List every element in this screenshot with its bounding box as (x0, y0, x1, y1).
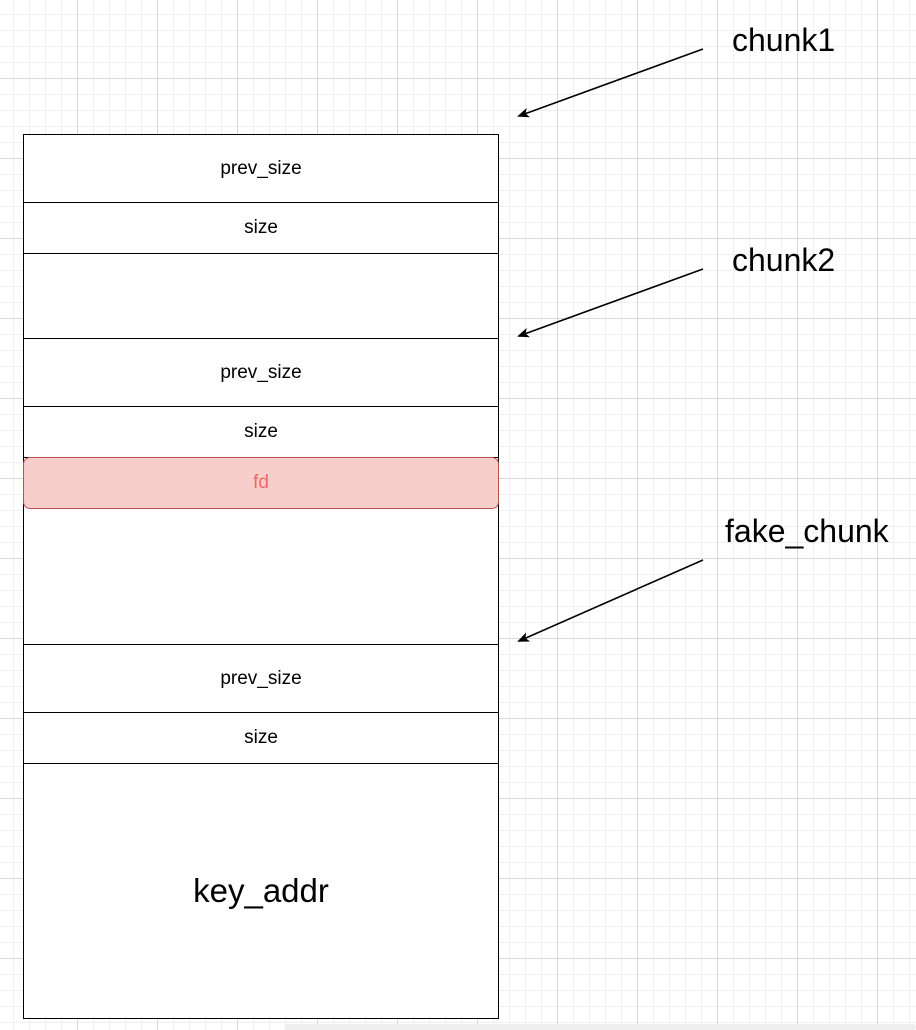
fake-chunk-prev-size-cell: prev_size (23, 644, 499, 713)
horizontal-scrollbar[interactable] (284, 1024, 916, 1030)
fake-chunk-prev-size-label: prev_size (220, 667, 302, 689)
fake-chunk-label: fake_chunk (725, 513, 889, 549)
chunk2-fd-cell: fd (23, 457, 499, 509)
chunk2-size-label: size (244, 421, 278, 442)
fake-chunk-arrow (517, 559, 704, 642)
chunk2-prev-size-cell: prev_size (23, 338, 499, 407)
chunk1-data-cell (23, 253, 499, 339)
chunk2-arrow (517, 268, 704, 338)
chunk2-prev-size-label: prev_size (220, 361, 302, 383)
chunk1-size-label: size (244, 217, 278, 238)
chunk1-prev-size-label: prev_size (220, 157, 302, 179)
chunk2-size-cell: size (23, 406, 499, 458)
key-addr-label: key_addr (193, 872, 329, 909)
chunk2-fd-label: fd (253, 472, 269, 493)
chunk2-label: chunk2 (732, 242, 836, 278)
fake-chunk-size-cell: size (23, 712, 499, 764)
chunk1-size-cell: size (23, 202, 499, 254)
fake-chunk-size-label: size (244, 727, 278, 748)
fake-chunk-data-cell: key_addr (23, 763, 499, 1019)
chunk1-label: chunk1 (732, 22, 836, 58)
chunk1-prev-size-cell: prev_size (23, 134, 499, 203)
chunk1-arrow (517, 48, 704, 118)
